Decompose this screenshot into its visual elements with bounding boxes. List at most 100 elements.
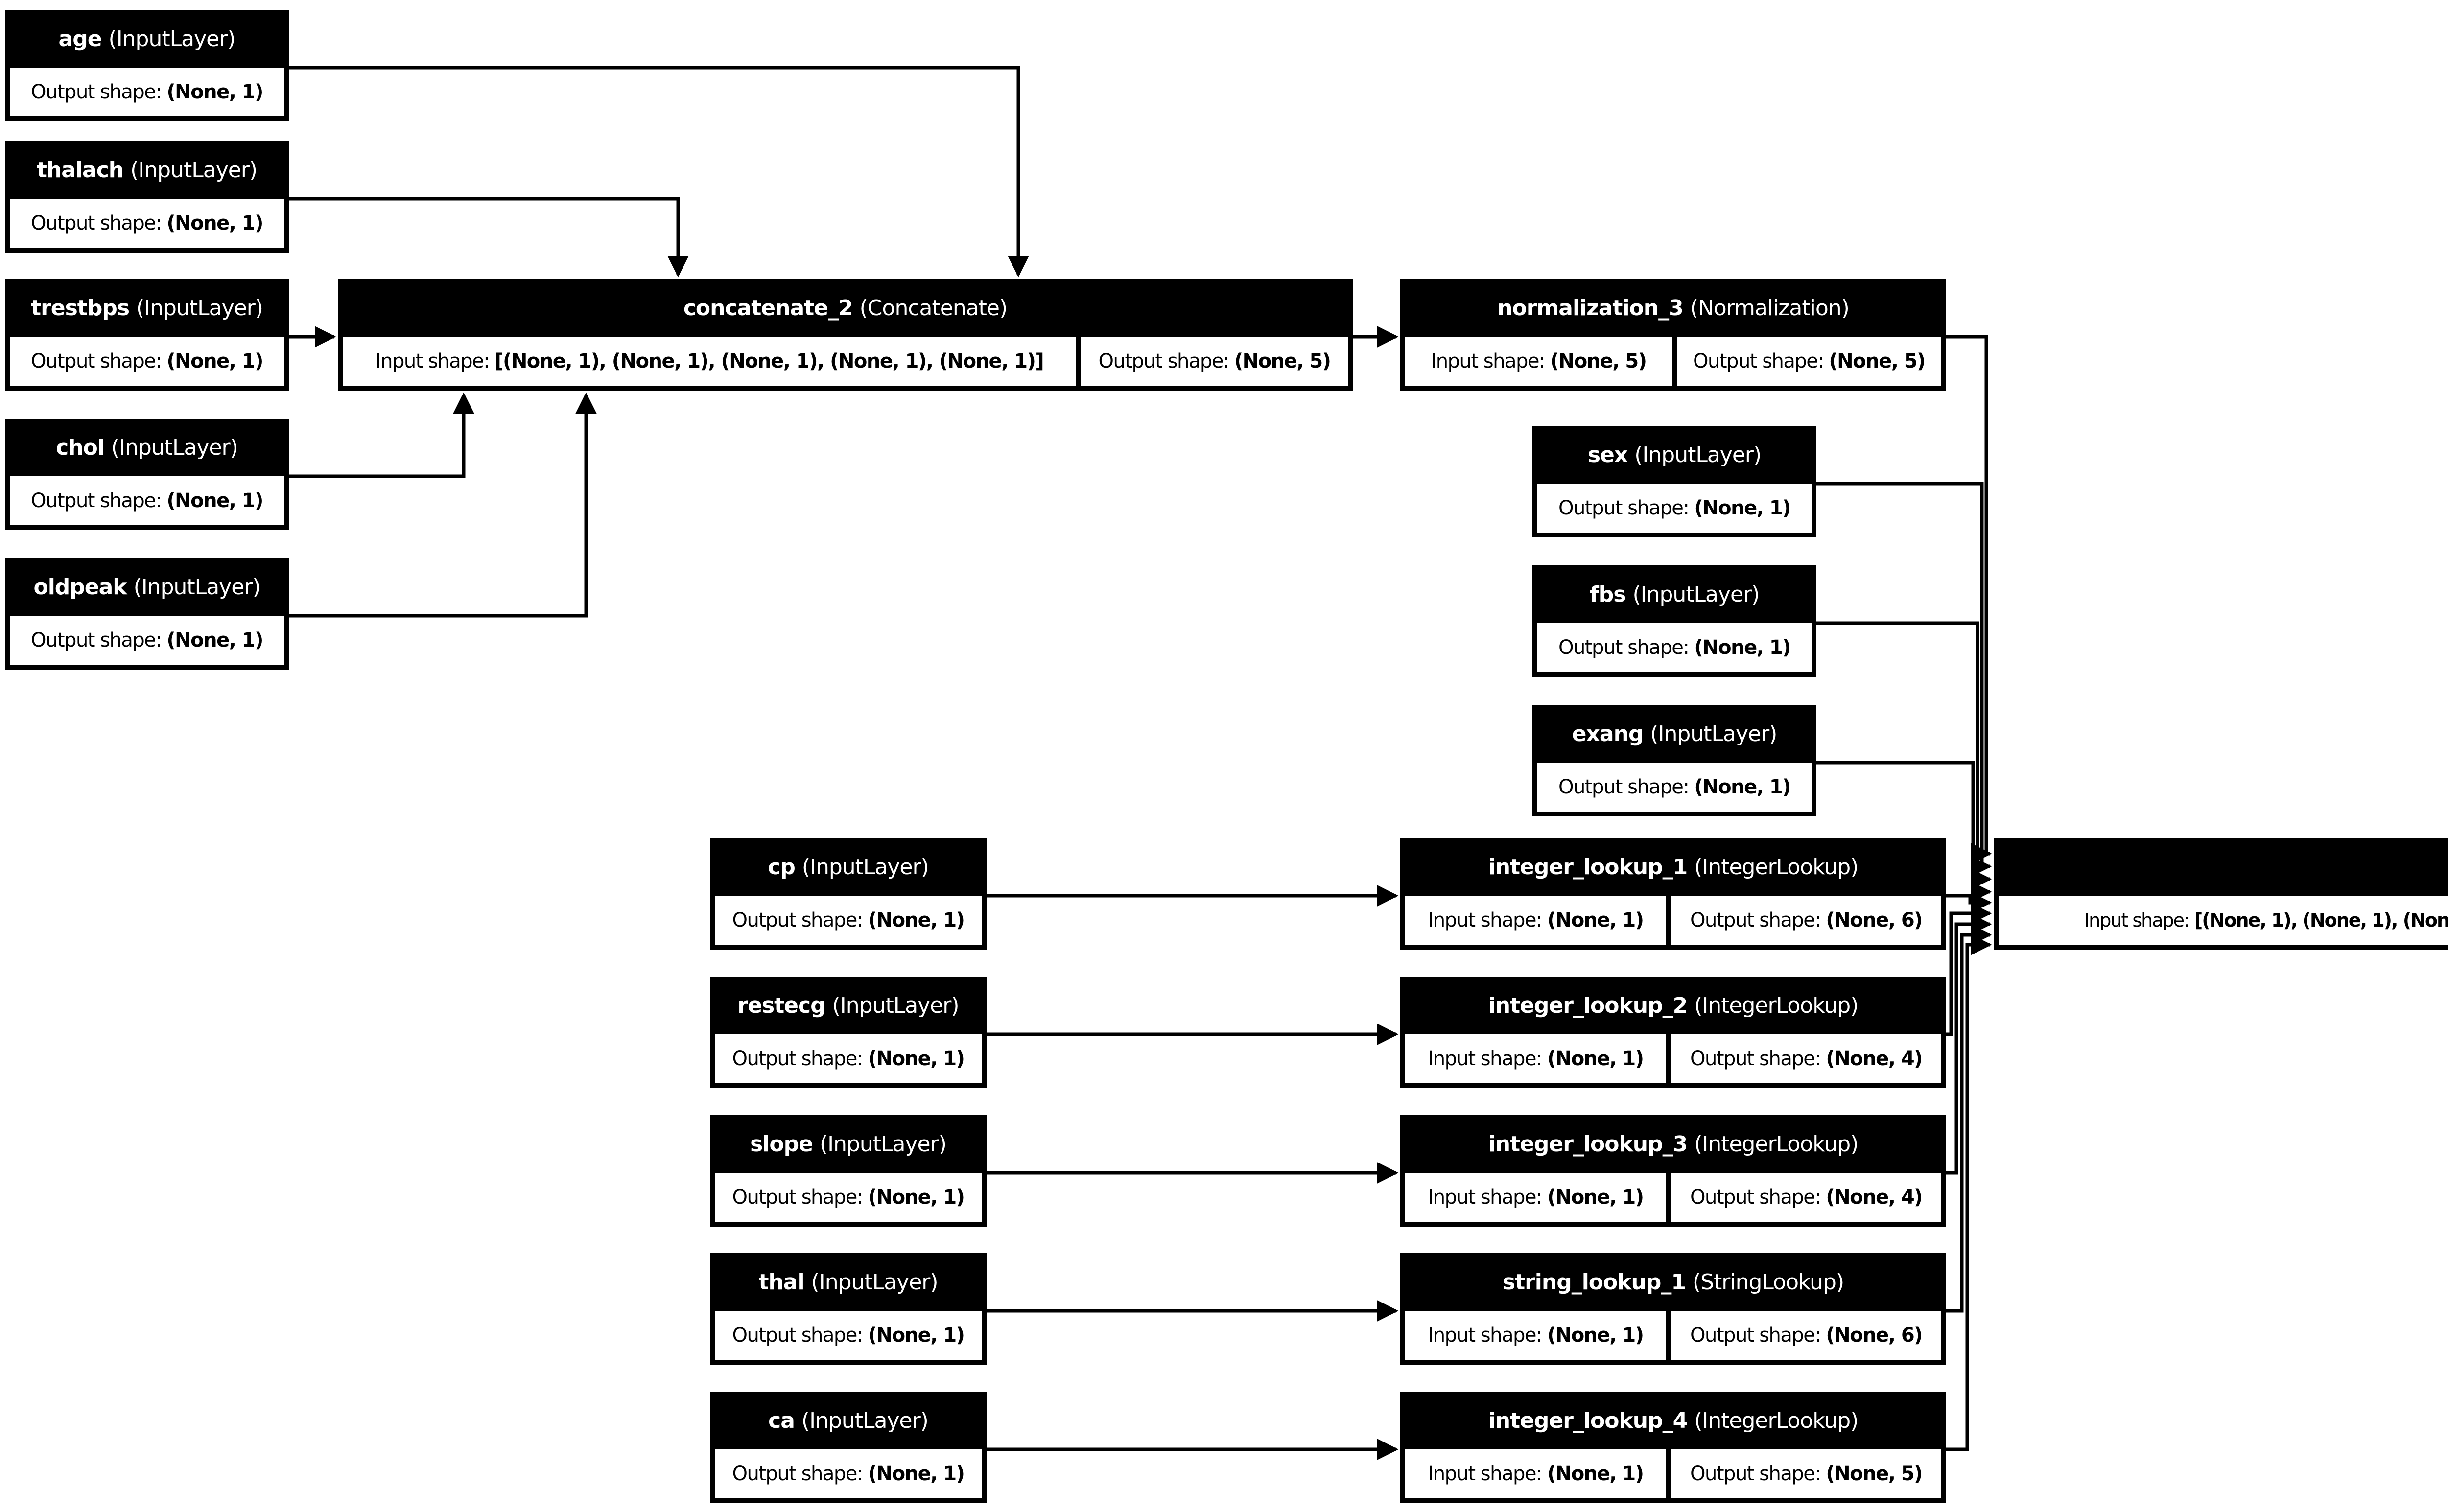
input-shape-label: Input shape: — [1431, 350, 1545, 372]
layer-header: integer_lookup_4(IntegerLookup) — [1405, 1392, 1941, 1449]
edge-thalach-to-concatenate_2 — [289, 197, 689, 278]
node-integer_lookup_4: integer_lookup_4(IntegerLookup)Input sha… — [1400, 1392, 1946, 1503]
output-shape-value: (None, 1) — [1694, 497, 1791, 519]
node-thalach: thalach(InputLayer)Output shape:(None, 1… — [5, 141, 289, 253]
layer-name: oldpeak — [33, 574, 127, 600]
layer-name: normalization_3 — [1497, 295, 1684, 321]
layer-name: integer_lookup_3 — [1488, 1131, 1688, 1157]
layer-shape-row: Output shape:(None, 1) — [10, 476, 284, 525]
output-shape-cell: Output shape:(None, 5) — [1677, 337, 1941, 386]
input-shape-value: (None, 1) — [1547, 909, 1644, 931]
layer-header: integer_lookup_2(IntegerLookup) — [1405, 977, 1941, 1034]
output-shape-value: (None, 1) — [166, 489, 263, 512]
output-shape-cell: Output shape:(None, 4) — [1671, 1034, 1941, 1083]
output-shape-cell: Output shape:(None, 1) — [1537, 484, 1812, 533]
output-shape-label: Output shape: — [31, 489, 162, 512]
layer-name: concatenate_2 — [683, 295, 853, 321]
input-shape-cell: Input shape:(None, 1) — [1405, 1311, 1666, 1360]
edge-integer_lookup_2-to-concatenate_3 — [1946, 903, 1992, 1036]
output-shape-value: (None, 1) — [1694, 776, 1791, 798]
node-string_lookup_1: string_lookup_1(StringLookup)Input shape… — [1400, 1253, 1946, 1365]
edge-age-to-concatenate_2 — [289, 66, 1029, 278]
layer-header: sex(InputLayer) — [1537, 426, 1812, 484]
output-shape-cell: Output shape:(None, 1) — [10, 476, 284, 525]
edge-integer_lookup_4-to-concatenate_3 — [1946, 934, 1992, 1451]
layer-type: (InputLayer) — [111, 435, 238, 460]
layer-type: (InputLayer) — [801, 1408, 929, 1433]
output-shape-cell: Output shape:(None, 6) — [1671, 1311, 1941, 1360]
input-shape-label: Input shape: — [1428, 1186, 1542, 1209]
output-shape-value: (None, 1) — [868, 1186, 965, 1209]
input-shape-value: [(None, 1), (None, 1), (None, 1), (None,… — [494, 350, 1044, 372]
layer-header: thalach(InputLayer) — [10, 141, 284, 199]
layer-shape-row: Output shape:(None, 1) — [715, 1173, 982, 1222]
layer-name: thal — [758, 1269, 804, 1295]
layer-name: chol — [56, 435, 105, 460]
node-integer_lookup_2: integer_lookup_2(IntegerLookup)Input sha… — [1400, 977, 1946, 1088]
layer-shape-row: Input shape:(None, 1)Output shape:(None,… — [1405, 1311, 1941, 1360]
layer-name: thalach — [36, 157, 124, 183]
layer-header: exang(InputLayer) — [1537, 705, 1812, 763]
layer-name: restecg — [737, 993, 825, 1018]
output-shape-value: (None, 6) — [1826, 909, 1923, 931]
layer-type: (IntegerLookup) — [1694, 854, 1859, 880]
output-shape-cell: Output shape:(None, 1) — [715, 1173, 982, 1222]
layer-name: trestbps — [31, 295, 130, 321]
output-shape-label: Output shape: — [1690, 1186, 1821, 1209]
input-shape-cell: Input shape:(None, 1) — [1405, 1173, 1666, 1222]
layer-shape-row: Output shape:(None, 1) — [715, 1449, 982, 1498]
output-shape-cell: Output shape:(None, 4) — [1671, 1173, 1941, 1222]
node-exang: exang(InputLayer)Output shape:(None, 1) — [1532, 705, 1816, 816]
node-thal: thal(InputLayer)Output shape:(None, 1) — [710, 1253, 987, 1365]
layer-shape-row: Input shape:(None, 5) Output shape:(None,… — [1405, 337, 1941, 386]
output-shape-value: (None, 1) — [868, 909, 965, 931]
output-shape-label: Output shape: — [1558, 497, 1690, 519]
layer-shape-row: Output shape:(None, 1) — [10, 68, 284, 116]
input-shape-cell: Input shape:(None, 1) — [1405, 896, 1666, 945]
layer-shape-row: Input shape:[(None, 1), (None, 1), (None… — [343, 337, 1348, 386]
layer-header: slope(InputLayer) — [715, 1115, 982, 1173]
layer-type: (StringLookup) — [1692, 1269, 1844, 1295]
input-shape-value: (None, 5) — [1550, 350, 1647, 372]
output-shape-cell: Output shape:(None, 1) — [10, 199, 284, 248]
layer-shape-row: Input shape:(None, 1)Output shape:(None,… — [1405, 1034, 1941, 1083]
output-shape-label: Output shape: — [1690, 1047, 1821, 1070]
node-oldpeak: oldpeak(InputLayer)Output shape:(None, 1… — [5, 558, 289, 670]
node-restecg: restecg(InputLayer)Output shape:(None, 1… — [710, 977, 987, 1088]
layer-type: (InputLayer) — [1650, 721, 1777, 746]
node-age: age(InputLayer)Output shape:(None, 1) — [5, 10, 289, 121]
layer-type: (InputLayer) — [832, 993, 960, 1018]
output-shape-value: (None, 1) — [166, 81, 263, 103]
layer-header: integer_lookup_3(IntegerLookup) — [1405, 1115, 1941, 1173]
node-slope: slope(InputLayer)Output shape:(None, 1) — [710, 1115, 987, 1227]
layer-type: (IntegerLookup) — [1694, 993, 1859, 1018]
layer-header: restecg (InputLayer) — [715, 977, 982, 1034]
layer-header: string_lookup_1(StringLookup) — [1405, 1253, 1941, 1311]
output-shape-label: Output shape: — [1693, 350, 1824, 372]
input-shape-label: Input shape: — [1428, 909, 1542, 931]
layer-name: exang — [1572, 721, 1644, 746]
input-shape-label: Input shape: — [2084, 909, 2190, 931]
layer-name: age — [58, 26, 102, 51]
output-shape-value: (None, 5) — [1826, 1463, 1923, 1485]
input-shape-value: (None, 1) — [1547, 1186, 1644, 1209]
layer-shape-row: Output shape:(None, 1) — [10, 616, 284, 665]
edge-integer_lookup_1-to-concatenate_3 — [1946, 892, 1992, 913]
input-shape-label: Input shape: — [1428, 1047, 1542, 1070]
layer-type: (Concatenate) — [859, 295, 1008, 321]
layer-name: string_lookup_1 — [1502, 1269, 1686, 1295]
edge-normalization_3-to-concatenate_3 — [1946, 335, 1992, 864]
node-integer_lookup_3: integer_lookup_3(IntegerLookup)Input sha… — [1400, 1115, 1946, 1227]
edge-sex-to-concatenate_3 — [1816, 482, 1992, 877]
edge-fbs-to-concatenate_3 — [1816, 621, 1992, 890]
layer-name: integer_lookup_4 — [1488, 1408, 1688, 1433]
input-shape-cell: Input shape:(None, 1) — [1405, 1034, 1666, 1083]
output-shape-cell: Output shape:(None, 1) — [10, 616, 284, 665]
layer-shape-row: Output shape:(None, 1) — [715, 896, 982, 945]
output-shape-value: (None, 1) — [166, 629, 263, 651]
output-shape-label: Output shape: — [31, 212, 162, 234]
layer-type: (IntegerLookup) — [1694, 1408, 1859, 1433]
output-shape-cell: Output shape:(None, 6) — [1671, 896, 1941, 945]
layer-shape-row: Output shape:(None, 1) — [1537, 623, 1812, 672]
